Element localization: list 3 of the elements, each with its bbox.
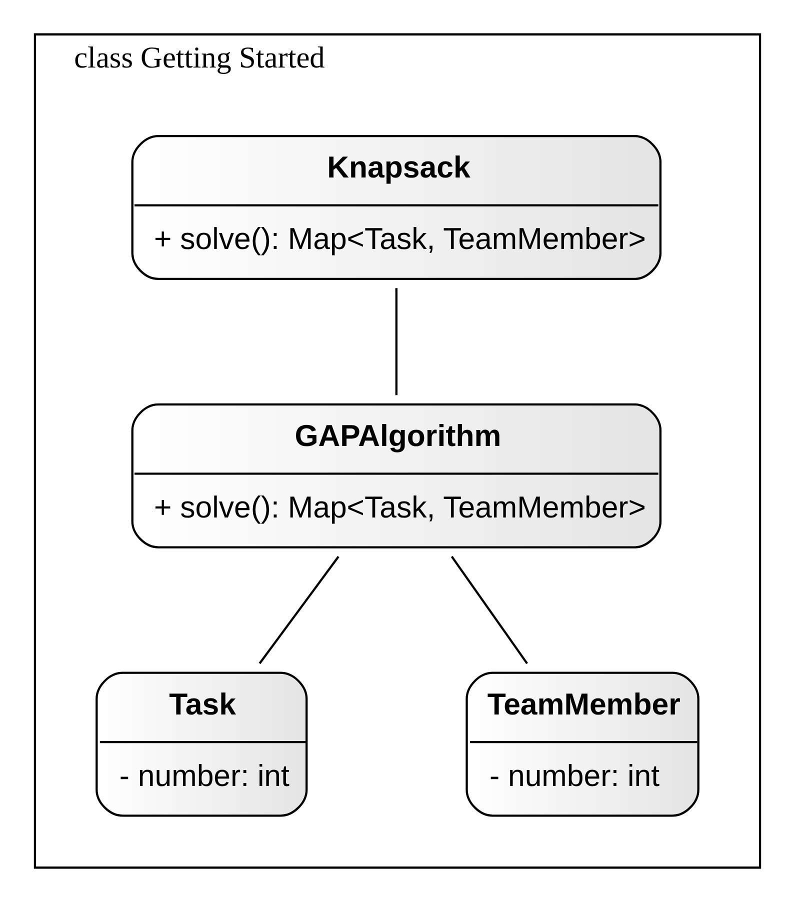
connector (395, 288, 398, 396)
connector (258, 556, 340, 664)
connector (450, 556, 528, 664)
